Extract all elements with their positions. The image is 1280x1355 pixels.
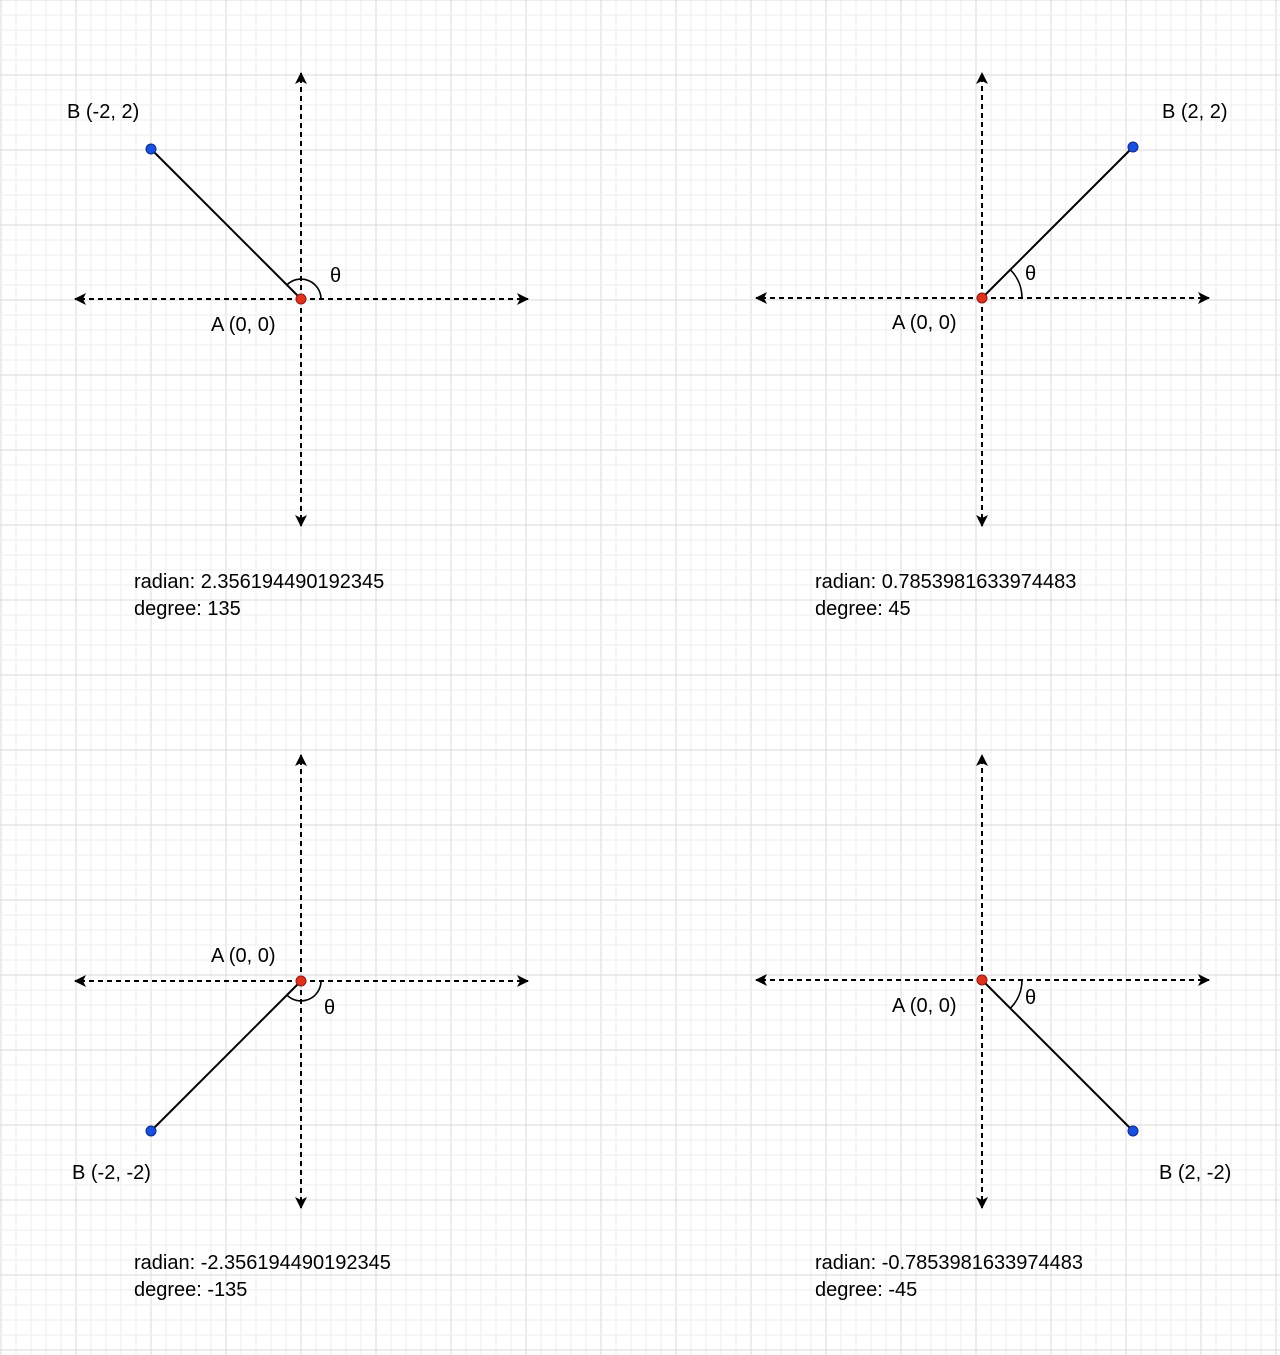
panel-q4: A (0, 0) θ B (2, -2) radian: -0.78539816…: [755, 754, 1231, 1301]
point-b: [145, 143, 157, 155]
theta-label: θ: [330, 265, 341, 287]
segment-a-to-b: [150, 148, 302, 300]
radian-text: radian: -0.7853981633974483: [815, 1252, 1083, 1274]
radian-text: radian: -2.356194490192345: [134, 1252, 391, 1274]
segment-a-to-b: [150, 980, 302, 1132]
point-a: [295, 975, 307, 987]
theta-label: θ: [1025, 263, 1036, 285]
degree-text: degree: 45: [815, 598, 911, 620]
point-a-label: A (0, 0): [211, 314, 275, 336]
point-b: [1127, 1125, 1139, 1137]
point-b-label: B (2, -2): [1159, 1162, 1231, 1184]
panel-q1: B (2, 2) A (0, 0) θ radian: 0.7853981633…: [755, 72, 1228, 620]
point-b: [1127, 141, 1139, 153]
theta-arc: [286, 980, 322, 1002]
segment-a-to-b: [981, 146, 1134, 299]
point-a-label: A (0, 0): [892, 995, 956, 1017]
point-b: [145, 1125, 157, 1137]
point-b-label: B (-2, 2): [67, 101, 139, 123]
degree-text: degree: 135: [134, 598, 241, 620]
point-a-label: A (0, 0): [211, 945, 275, 967]
point-a-label: A (0, 0): [892, 312, 956, 334]
point-b-label: B (2, 2): [1162, 101, 1228, 123]
segment-a-to-b: [981, 979, 1134, 1132]
point-b-label: B (-2, -2): [72, 1162, 151, 1184]
point-a: [295, 293, 307, 305]
radian-text: radian: 2.356194490192345: [134, 571, 384, 593]
theta-arc: [1009, 979, 1023, 1009]
degree-text: degree: -135: [134, 1279, 247, 1301]
radian-text: radian: 0.7853981633974483: [815, 571, 1076, 593]
theta-arc: [286, 278, 322, 300]
theta-label: θ: [1025, 987, 1036, 1009]
panel-q2: B (-2, 2) A (0, 0) θ radian: 2.356194490…: [67, 72, 529, 620]
panel-q3: A (0, 0) B (-2, -2) θ radian: -2.3561944…: [72, 754, 529, 1301]
degree-text: degree: -45: [815, 1279, 917, 1301]
theta-arc: [1009, 269, 1023, 299]
theta-label: θ: [324, 997, 335, 1019]
point-a: [976, 974, 988, 986]
point-a: [976, 292, 988, 304]
